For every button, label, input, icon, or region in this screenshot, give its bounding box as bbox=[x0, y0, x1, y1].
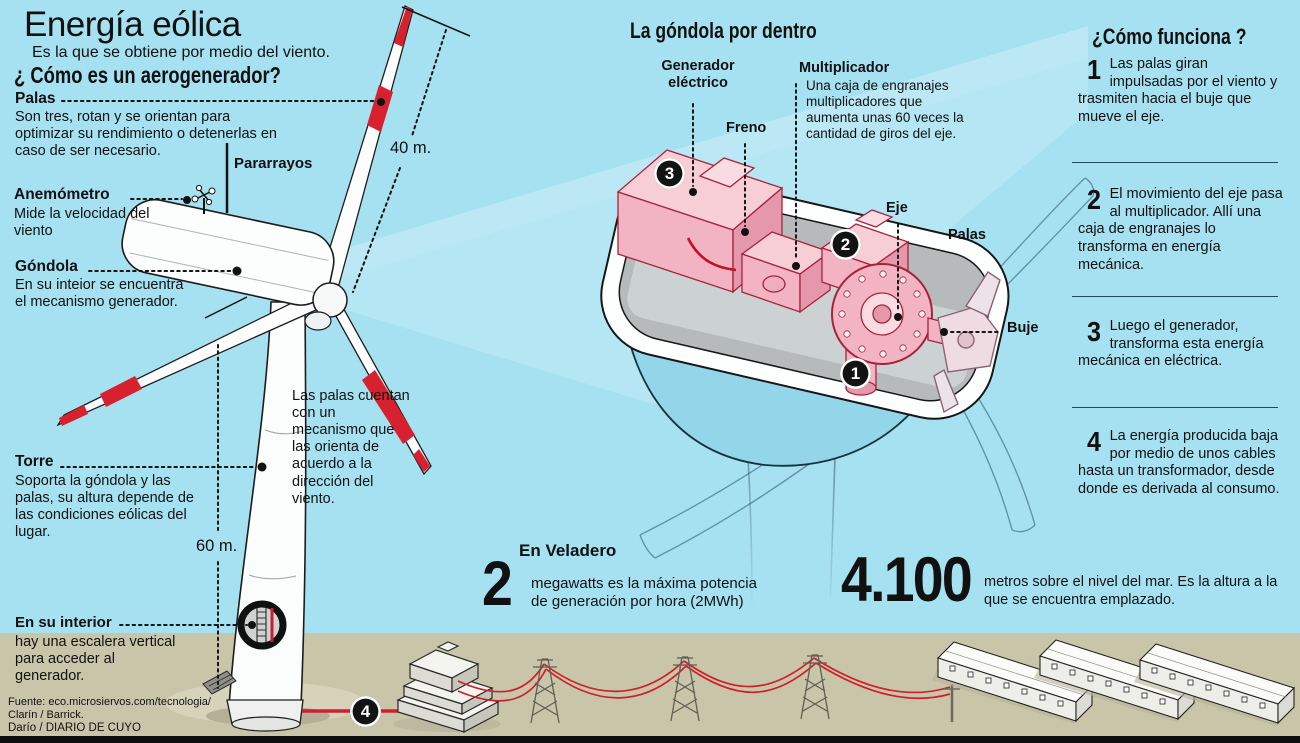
note-mecanismo-palas: Las palas cuentan con un mecanismo que l… bbox=[292, 388, 410, 507]
section-heading-gondola: La góndola por dentro bbox=[630, 18, 817, 43]
label-buje: Buje bbox=[1007, 320, 1039, 336]
step-divider bbox=[1072, 407, 1278, 408]
step-divider bbox=[1072, 296, 1278, 297]
marker-2: 2 bbox=[830, 229, 861, 260]
label-multiplicador: Multiplicador bbox=[799, 60, 890, 76]
hub-detail bbox=[933, 271, 1001, 414]
power-cables bbox=[457, 657, 951, 702]
label-interior: En su interior bbox=[15, 614, 112, 631]
step-3-text: Luego el generador, transforma esta ener… bbox=[1078, 318, 1264, 370]
marker-3: 3 bbox=[654, 158, 685, 189]
pylon bbox=[800, 654, 830, 720]
measure-60m-label: 60 m. bbox=[196, 537, 238, 555]
step-2-number: 2 bbox=[1087, 184, 1102, 215]
label-generador: Generador eléctrico bbox=[661, 58, 735, 92]
label-palas-detalle: Palas bbox=[948, 227, 986, 243]
label-gondola: Góndola bbox=[15, 258, 78, 275]
pylon bbox=[530, 658, 560, 724]
desc-palas: Son tres, rotan y se orientan para optim… bbox=[15, 109, 277, 160]
step-3-number: 3 bbox=[1087, 316, 1102, 347]
step-4-number: 4 bbox=[1087, 426, 1102, 457]
stat-altura-text: metros sobre el nivel del mar. Es la alt… bbox=[984, 574, 1278, 608]
page-title: Energía eólica bbox=[24, 5, 241, 44]
step-1-text: Las palas giran impulsadas por el viento… bbox=[1078, 56, 1278, 126]
measure-40m-label: 40 m. bbox=[390, 139, 432, 157]
source-line-2: Clarín / Barrick. bbox=[8, 709, 84, 721]
leader-lines bbox=[60, 29, 1001, 689]
stat-potencia-value: 2 bbox=[482, 549, 513, 619]
desc-torre: Soporta la góndola y las palas, su altur… bbox=[15, 473, 194, 541]
section-heading-aerogenerador: ¿ Cómo es un aerogenerador? bbox=[14, 62, 281, 88]
stat-altura-value: 4.100 bbox=[841, 545, 973, 615]
transformer-illustration bbox=[396, 641, 500, 733]
desc-anemometro: Mide la velocidad del viento bbox=[14, 206, 150, 240]
desc-interior: hay una escalera vertical para acceder a… bbox=[15, 634, 176, 685]
section-heading-como-funciona: ¿Cómo funciona ? bbox=[1092, 24, 1247, 49]
measure-40m-line bbox=[352, 29, 447, 293]
marker-1: 1 bbox=[840, 358, 871, 389]
step-4-text: La energía producida baja por medio de u… bbox=[1078, 428, 1280, 498]
wind-turbine-illustration bbox=[56, 5, 432, 732]
label-anemometro: Anemómetro bbox=[14, 186, 110, 203]
step-1-number: 1 bbox=[1087, 54, 1102, 85]
power-line-illustration bbox=[302, 641, 960, 733]
credit-line: Darío / DIARIO DE CUYO bbox=[8, 722, 141, 734]
stat-potencia-text: megawatts es la máxima potencia de gener… bbox=[531, 575, 757, 611]
label-pararrayos: Pararrayos bbox=[234, 155, 313, 172]
page-subtitle: Es la que se obtiene por medio del vient… bbox=[32, 44, 330, 61]
measure-ticks bbox=[204, 6, 471, 319]
label-palas: Palas bbox=[15, 90, 56, 107]
marker-4: 4 bbox=[350, 696, 381, 727]
anemometer-icon bbox=[191, 184, 216, 214]
spinner-nose bbox=[304, 311, 332, 331]
desc-gondola: En su inteior se encuentra el mecanismo … bbox=[15, 277, 184, 311]
step-2-text: El movimiento del eje pasa al multiplica… bbox=[1078, 186, 1283, 273]
buildings-illustration bbox=[932, 639, 1296, 726]
leader-dots bbox=[183, 98, 948, 629]
step-divider bbox=[1072, 162, 1278, 163]
label-eje: Eje bbox=[886, 200, 908, 216]
source-line-1: Fuente: eco.microsiervos.com/tecnologia/ bbox=[8, 696, 211, 708]
nacelle-cutaway-illustration bbox=[600, 149, 1095, 559]
label-torre: Torre bbox=[15, 453, 54, 470]
desc-multiplicador: Una caja de engranajes multiplicadores q… bbox=[806, 78, 964, 141]
nacelle bbox=[121, 198, 335, 306]
label-freno: Freno bbox=[726, 120, 767, 136]
veladero-heading: En Veladero bbox=[519, 541, 617, 560]
pylon bbox=[670, 656, 700, 722]
